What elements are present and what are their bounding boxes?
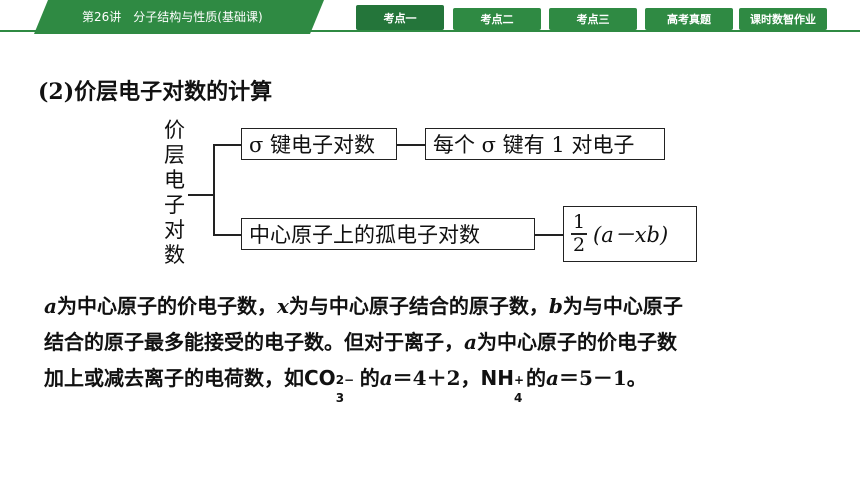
fraction: 1 2 bbox=[571, 212, 587, 256]
lone-pairs-formula-box: 1 2 (a－xb) bbox=[563, 206, 697, 262]
ammonium-subscript: 4 bbox=[513, 390, 523, 405]
text: 的 bbox=[525, 366, 546, 390]
root-char: 层 bbox=[164, 143, 185, 167]
text: 结合的原子最多能接受的电子数。但对于离子， bbox=[44, 330, 464, 354]
carbonate-charge: 2− bbox=[335, 372, 355, 387]
paragraph-line-1: a为中心原子的价电子数，x为与中心原子结合的原子数，b为与中心原子 bbox=[44, 288, 834, 324]
paragraph-line-2: 结合的原子最多能接受的电子数。但对于离子，a为中心原子的价电子数 bbox=[44, 324, 834, 360]
text: 为中心原子的价电子数 bbox=[476, 330, 677, 354]
bracket-stem bbox=[188, 194, 214, 196]
text: 为与中心原子 bbox=[562, 294, 683, 318]
explanation-paragraph: a为中心原子的价电子数，x为与中心原子结合的原子数，b为与中心原子 结合的原子最… bbox=[44, 288, 834, 405]
fraction-numerator: 1 bbox=[572, 211, 586, 234]
text: 为中心原子的价电子数， bbox=[56, 294, 277, 318]
equation: ＝4＋2， bbox=[392, 366, 481, 390]
var-b: b bbox=[548, 294, 563, 318]
lone-pairs-label: 中心原子上的孤电子对数 bbox=[249, 223, 480, 247]
lesson-title: 第26讲 分子结构与性质(基础课) bbox=[82, 10, 263, 24]
root-char: 电 bbox=[164, 168, 185, 192]
var-a: a bbox=[379, 366, 393, 390]
ammonium-charge: + bbox=[513, 372, 525, 387]
root-char: 价 bbox=[164, 118, 185, 142]
nav-kaodian-3[interactable]: 考点三 bbox=[549, 8, 637, 30]
top-bar: 第26讲 分子结构与性质(基础课) 考点一 考点二 考点三 高考真题 课时数智作… bbox=[0, 0, 860, 38]
connector-1 bbox=[397, 144, 425, 146]
nav-kaodian-1[interactable]: 考点一 bbox=[356, 5, 444, 30]
lesson-tab bbox=[34, 0, 324, 34]
bracket-vertical bbox=[213, 144, 215, 235]
text: 为与中心原子结合的原子数， bbox=[288, 294, 549, 318]
text: 加上或减去离子的电荷数，如 bbox=[44, 366, 304, 390]
header-rule bbox=[0, 30, 860, 32]
bracket-bottom bbox=[213, 234, 241, 236]
sigma-bond-desc-box: 每个 σ 键有 1 对电子 bbox=[425, 128, 665, 160]
equation: ＝5－1。 bbox=[558, 366, 647, 390]
sigma-bond-desc: 每个 σ 键有 1 对电子 bbox=[433, 133, 635, 157]
root-char: 对 bbox=[164, 218, 185, 242]
nav-gaokao-zhenti[interactable]: 高考真题 bbox=[645, 8, 733, 30]
ammonium-symbol: NH bbox=[480, 366, 514, 390]
var-a: a bbox=[44, 294, 57, 318]
ammonium-formula: NH+4 bbox=[480, 366, 526, 405]
nav-kaodian-2[interactable]: 考点二 bbox=[453, 8, 541, 30]
root-char: 数 bbox=[164, 243, 185, 267]
sigma-bond-pairs-box: σ 键电子对数 bbox=[241, 128, 397, 160]
connector-2 bbox=[535, 234, 563, 236]
fraction-denominator: 2 bbox=[572, 233, 586, 256]
text: 的 bbox=[359, 366, 380, 390]
sigma-bond-pairs-label: σ 键电子对数 bbox=[249, 133, 376, 157]
lone-pairs-box: 中心原子上的孤电子对数 bbox=[241, 218, 535, 250]
carbonate-subscript: 3 bbox=[335, 390, 345, 405]
formula-expression: (a－xb) bbox=[593, 223, 669, 247]
fraction-bar bbox=[571, 233, 587, 235]
nav-keshi-zuoye[interactable]: 课时数智作业 bbox=[739, 8, 827, 30]
var-x: x bbox=[276, 294, 289, 318]
carbonate-symbol: CO bbox=[304, 366, 336, 390]
root-char: 子 bbox=[164, 193, 185, 217]
bracket-top bbox=[213, 144, 241, 146]
section-heading: (2)价层电子对数的计算 bbox=[38, 79, 273, 105]
var-a: a bbox=[545, 366, 559, 390]
var-a: a bbox=[464, 330, 477, 354]
